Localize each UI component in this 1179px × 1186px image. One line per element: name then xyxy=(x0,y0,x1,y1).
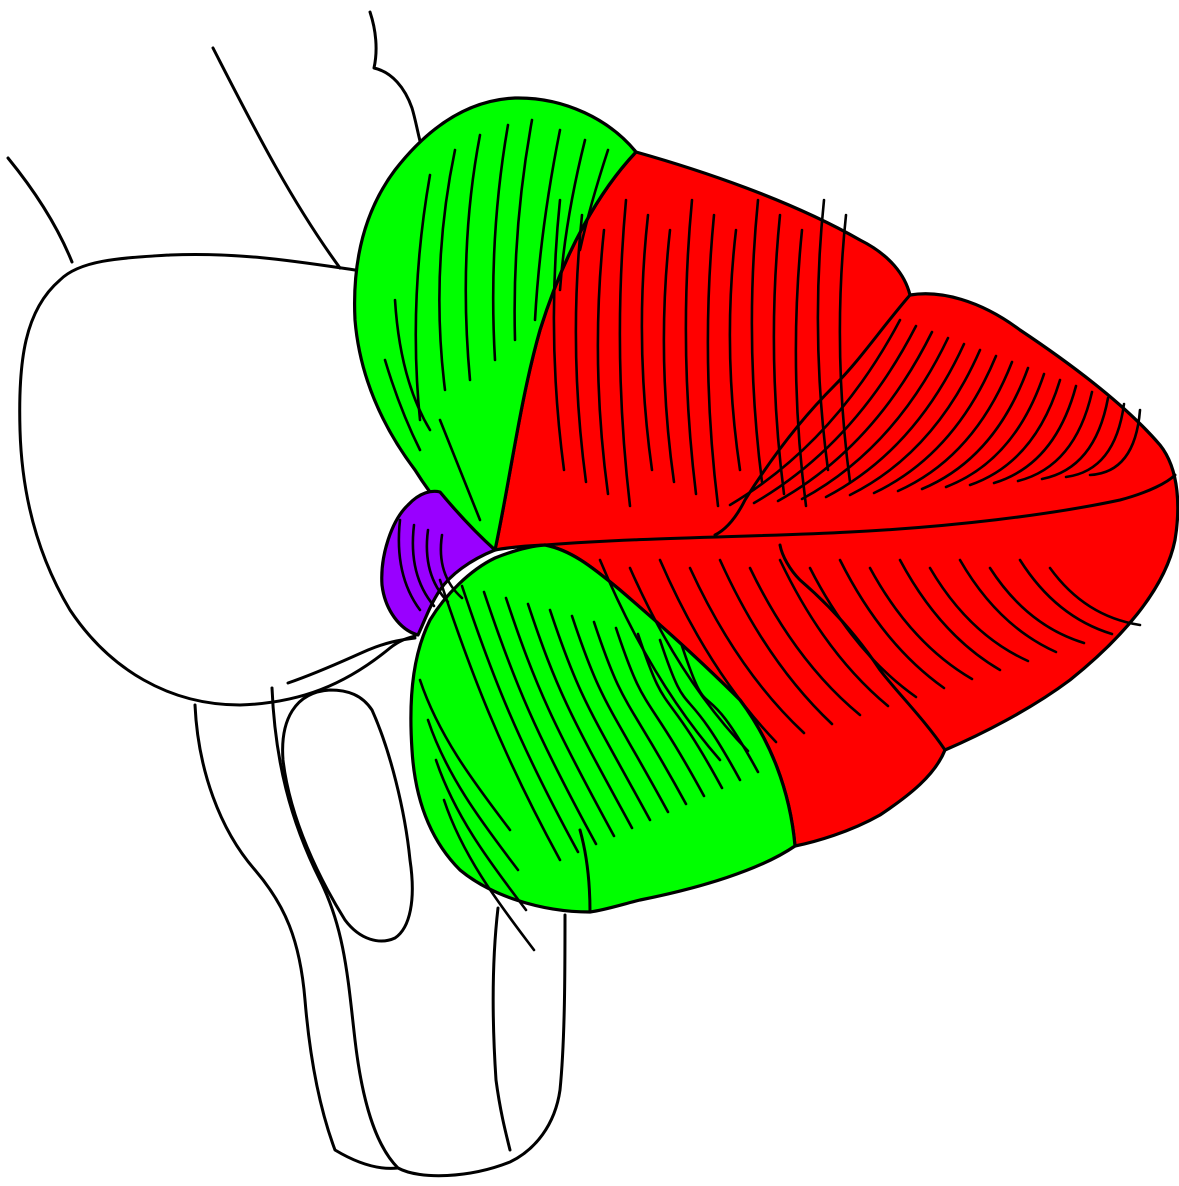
diagram-canvas xyxy=(0,0,1179,1186)
diagram-svg xyxy=(0,0,1179,1186)
